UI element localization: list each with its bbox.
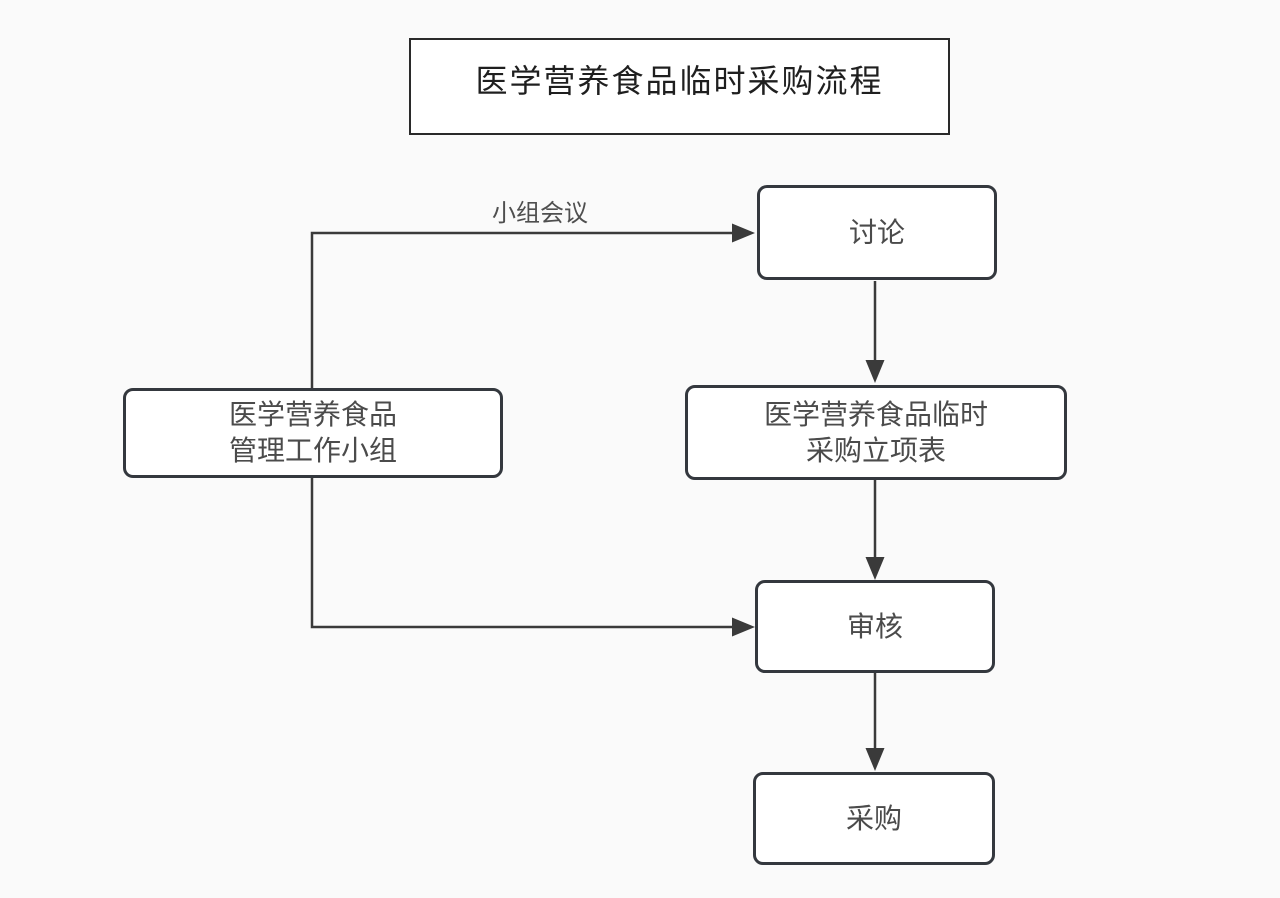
arrow-form-to-review: [865, 479, 885, 580]
arrow-group-to-discuss: [310, 223, 755, 388]
node-label-line: 医学营养食品: [228, 399, 397, 430]
node-label-line: 讨论: [848, 216, 905, 248]
arrow-group-to-review: [310, 477, 755, 637]
edge-label-group-meeting: 小组会议: [492, 200, 588, 227]
node-management-group: 医学营养食品 管理工作小组: [123, 388, 503, 478]
node-label-line: 采购: [845, 802, 902, 834]
arrow-discuss-to-form: [865, 281, 885, 383]
node-discuss: 讨论: [757, 185, 997, 280]
node-purchase: 采购: [753, 772, 995, 865]
node-label-line: 医学营养食品临时: [763, 398, 988, 430]
node-project-form: 医学营养食品临时 采购立项表: [685, 385, 1067, 480]
node-label-line: 采购立项表: [805, 434, 946, 466]
node-review: 审核: [755, 580, 995, 673]
node-label-line: 审核: [846, 610, 903, 642]
diagram-title-box: 医学营养食品临时采购流程: [409, 38, 950, 135]
arrow-review-to-purchase: [865, 672, 885, 771]
node-label-line: 管理工作小组: [228, 435, 397, 466]
diagram-title: 医学营养食品临时采购流程: [475, 62, 884, 99]
